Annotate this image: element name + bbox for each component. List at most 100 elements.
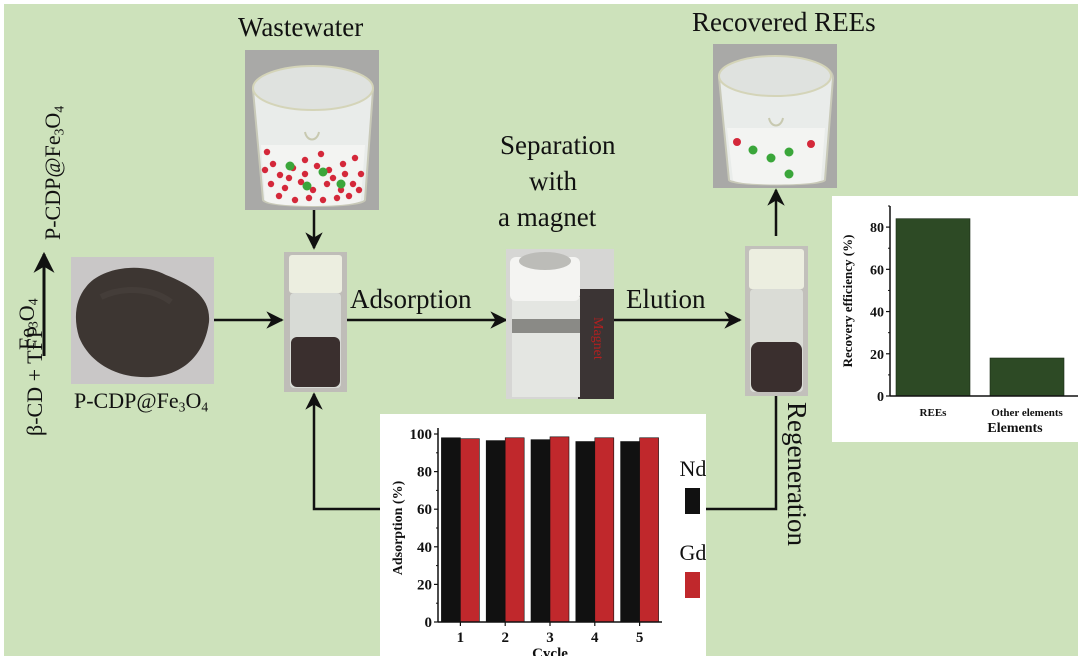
y-tick-label: 100 (410, 427, 433, 443)
diagram-canvas: β-CD + TFP Fe3O4 P-CDP@Fe3O4 P-CDP@Fe3O4… (4, 4, 1078, 661)
red-ion-dot (317, 150, 325, 158)
green-ion-dot (336, 179, 346, 189)
recovered-title: Recovered REEs (692, 7, 876, 37)
magnet-vial-photo: Magnet (506, 249, 614, 399)
bar-nd-cycle-2 (485, 440, 506, 623)
red-ion-dot (275, 192, 283, 200)
synthesis-product-label: P-CDP@Fe3O4 (40, 106, 67, 240)
red-ion-dot (305, 194, 313, 202)
product-text: P-CDP@Fe (40, 135, 65, 240)
red-ion-dot (319, 196, 327, 204)
x-axis-label: Cycle (532, 646, 568, 656)
powder-caption-sub-2: 4 (201, 399, 209, 415)
green-ion-dot (784, 169, 794, 179)
powder-photo (71, 257, 214, 384)
x-tick-label: 5 (636, 630, 644, 646)
y-tick-label: 20 (417, 577, 432, 593)
adsorption-vial-photo (284, 252, 347, 392)
red-ion-dot (349, 180, 357, 188)
vial-icon (749, 249, 804, 392)
green-ion-dot (318, 167, 328, 177)
regeneration-return-arrow (305, 392, 382, 511)
separation-title-line3: a magnet (498, 202, 597, 232)
legend-swatch-nd (685, 488, 700, 514)
red-ion-dot (281, 184, 289, 192)
product-sub: 3 (51, 128, 67, 136)
red-ion-dot (309, 186, 317, 194)
red-ion-dot (351, 154, 359, 162)
bar-nd-cycle-1 (441, 437, 461, 623)
red-ion-dot (291, 196, 299, 204)
magnet-text: Magnet (590, 317, 605, 360)
bar-nd-cycle-5 (620, 441, 640, 623)
bar-gd-cycle-1 (460, 438, 480, 623)
red-ion-dot (337, 186, 345, 194)
reagent-sub-2: 4 (25, 298, 41, 306)
wastewater-beaker-photo (245, 50, 379, 210)
y-axis-label: Adsorption (%) (391, 480, 406, 575)
bar-gd-cycle-5 (639, 437, 659, 623)
regeneration-label: Regeneration (782, 402, 812, 546)
reagent-text-2: O (14, 305, 39, 322)
bar-rees (895, 218, 971, 397)
y-tick-label: 0 (877, 390, 884, 405)
x-tick-label: REEs (920, 407, 948, 419)
x-tick-label: 3 (546, 630, 554, 646)
powder-caption-text-2: O (185, 388, 202, 413)
red-ion-dot (261, 166, 269, 174)
y-tick-label: 40 (870, 306, 884, 321)
red-ion-dot (285, 174, 293, 182)
reagent-sub: 3 (25, 321, 41, 328)
bar-gd-cycle-2 (504, 437, 525, 623)
red-ion-dot (329, 174, 337, 182)
flow-arrows (33, 188, 785, 511)
red-ion-dot (357, 170, 365, 178)
red-ion-dot (313, 162, 321, 170)
x-axis-label: Elements (987, 421, 1043, 436)
green-ion-dot (748, 145, 758, 155)
green-ion-dot (285, 161, 295, 171)
red-ion-dot (355, 186, 363, 194)
beaker-icon (251, 65, 375, 207)
elution-label: Elution (626, 284, 706, 314)
bar-gd-cycle-3 (549, 436, 570, 623)
separation-title-line2: with (529, 166, 578, 196)
x-tick-label: 2 (501, 630, 509, 646)
red-ion-dot (269, 160, 277, 168)
red-ion-dot (263, 148, 271, 156)
elution-vial-photo (745, 246, 808, 396)
product-sub-2: 4 (51, 105, 67, 113)
x-tick-label: Other elements (991, 407, 1063, 419)
reagent-text: Fe (14, 328, 39, 350)
red-ion-dot (345, 192, 353, 200)
magnet-separation-icon (506, 249, 614, 399)
x-tick-label: 1 (457, 630, 465, 646)
green-ion-dot (784, 147, 794, 157)
bar-gd-cycle-4 (594, 437, 615, 623)
y-tick-label: 80 (870, 221, 884, 236)
y-axis-label: Recovery efficiency (%) (840, 235, 855, 368)
y-tick-label: 80 (417, 465, 432, 481)
red-ion-dot (807, 140, 815, 148)
wastewater-title: Wastewater (238, 12, 364, 42)
adsorption-label: Adsorption (350, 284, 472, 314)
green-ion-dot (302, 181, 312, 191)
powder-pile-icon (75, 267, 210, 378)
separation-title-line1: Separation (500, 130, 616, 160)
y-tick-label: 40 (417, 540, 432, 556)
red-ion-dot (339, 160, 347, 168)
vial-icon (289, 255, 342, 388)
red-ion-dot (301, 170, 309, 178)
red-ion-dot (297, 178, 305, 186)
regeneration-loop-line (704, 396, 778, 511)
red-ion-dot (333, 194, 341, 202)
beaker-icon (717, 55, 835, 186)
bar-nd-cycle-3 (530, 439, 551, 623)
y-tick-label: 20 (870, 348, 884, 363)
bar-nd-cycle-4 (575, 441, 596, 623)
red-ion-dot (323, 180, 331, 188)
powder-caption-text: P-CDP@Fe (74, 388, 179, 413)
